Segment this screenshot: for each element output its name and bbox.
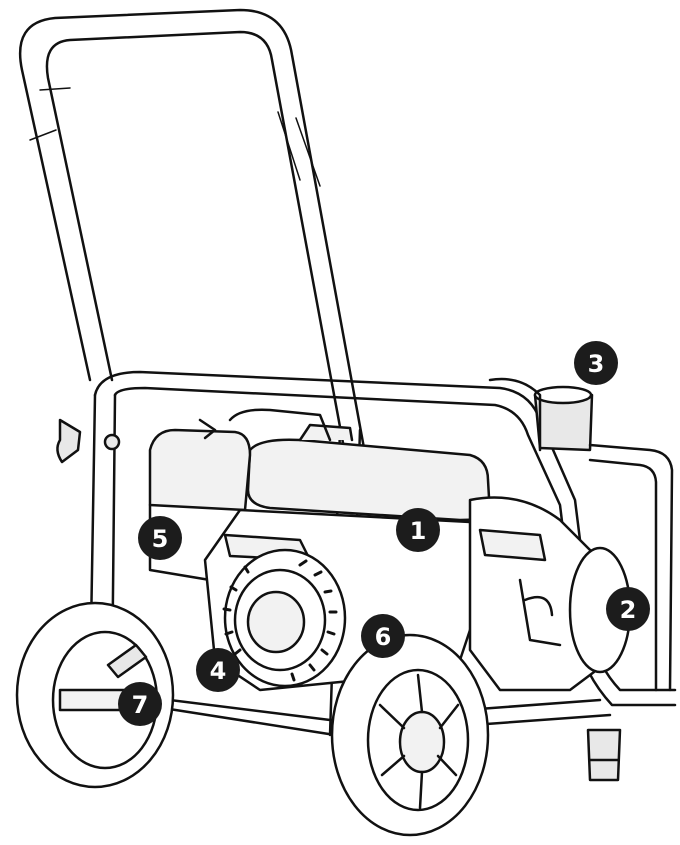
callout-1: 1 <box>396 508 440 552</box>
callout-label: 2 <box>620 596 637 624</box>
pump-housing <box>468 496 632 692</box>
handle-frame <box>18 8 370 472</box>
callout-6: 6 <box>361 614 405 658</box>
callout-3: 3 <box>574 341 618 385</box>
callout-4: 4 <box>196 648 240 692</box>
callout-label: 1 <box>410 517 427 545</box>
callout-7: 7 <box>118 682 162 726</box>
recoil-starter <box>222 548 347 688</box>
pump-foot <box>586 728 622 782</box>
discharge-outlet <box>488 377 594 452</box>
wing-knob-left <box>56 418 121 464</box>
callout-label: 3 <box>588 350 605 378</box>
callout-5: 5 <box>138 516 182 560</box>
left-wheel <box>15 601 175 789</box>
pump-frame <box>588 443 674 692</box>
callout-label: 6 <box>375 623 392 651</box>
callout-2: 2 <box>606 587 650 631</box>
right-wheel <box>330 633 490 837</box>
callout-label: 7 <box>132 691 149 719</box>
callout-label: 5 <box>152 525 169 553</box>
callout-label: 4 <box>210 657 227 685</box>
